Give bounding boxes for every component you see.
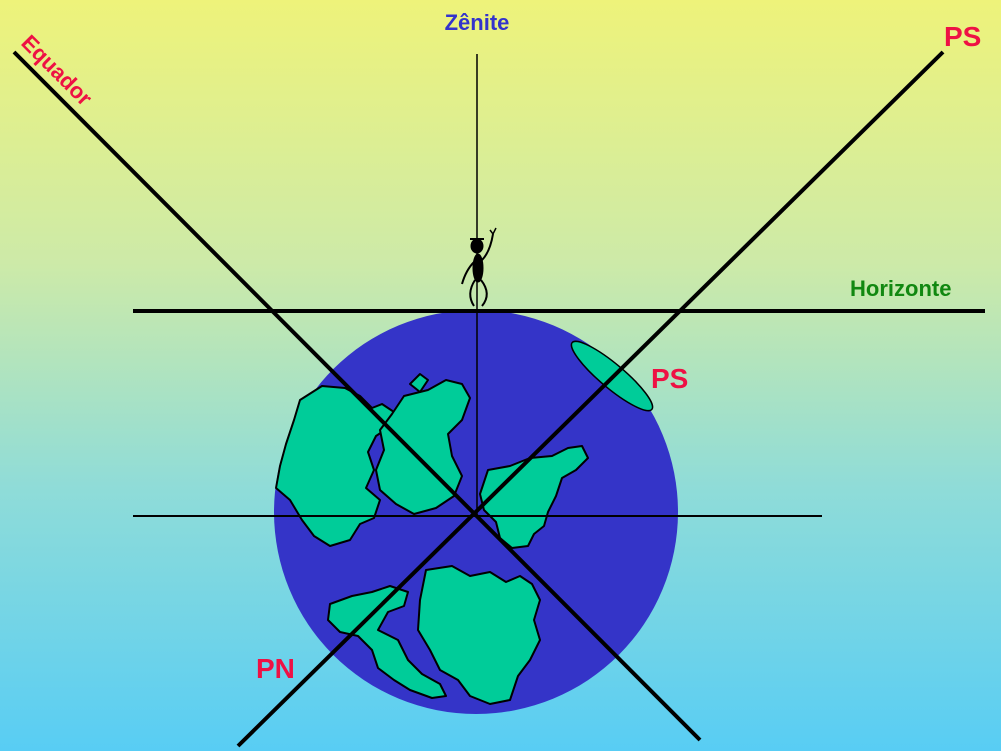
- landmass-west: [275, 385, 395, 547]
- observer-figure: [461, 227, 497, 307]
- landmass-east: [479, 445, 589, 549]
- polar-axis-line: [236, 50, 945, 748]
- south-pole-globe-label: PS: [651, 363, 688, 394]
- north-pole-label: PN: [256, 653, 295, 684]
- zenith-label: Zênite: [445, 10, 510, 35]
- equator-label: Equador: [16, 30, 97, 111]
- equator-line: [12, 50, 702, 742]
- island-north: [409, 373, 429, 393]
- continents: [275, 373, 589, 705]
- horizon-label: Horizonte: [850, 276, 951, 301]
- south-pole-top-label: PS: [944, 21, 981, 52]
- landmass-south: [417, 565, 541, 705]
